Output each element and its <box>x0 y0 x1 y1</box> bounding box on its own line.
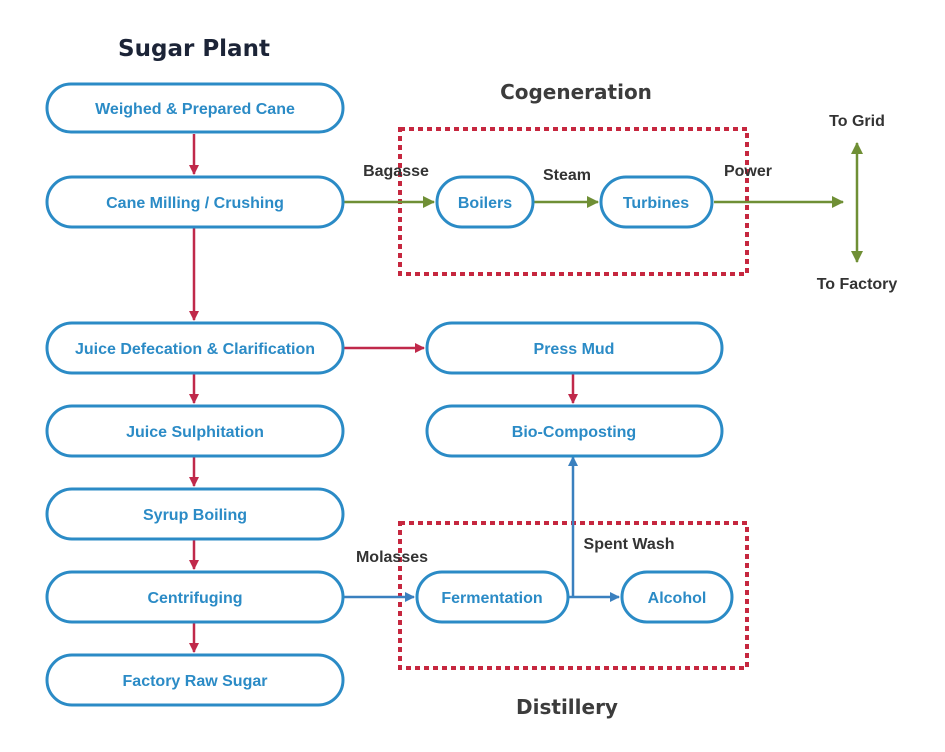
node-milling-label: Cane Milling / Crushing <box>106 195 284 212</box>
node-fermentation-label: Fermentation <box>441 590 542 607</box>
label-spent-wash: Spent Wash <box>584 536 675 553</box>
node-sulphitation-label: Juice Sulphitation <box>126 424 264 441</box>
node-syrup-boiling-label: Syrup Boiling <box>143 507 247 524</box>
node-turbines-label: Turbines <box>623 195 689 212</box>
node-milling: Cane Milling / Crushing <box>45 175 345 229</box>
label-power: Power <box>724 163 772 180</box>
node-prepared-cane-label: Weighed & Prepared Cane <box>95 101 295 118</box>
node-bio-composting-label: Bio-Composting <box>512 424 636 441</box>
node-defecation-label: Juice Defecation & Clarification <box>75 341 315 358</box>
node-press-mud-label: Press Mud <box>534 341 615 358</box>
node-alcohol-label: Alcohol <box>648 590 707 607</box>
label-to-grid: To Grid <box>829 113 885 130</box>
label-steam: Steam <box>543 167 591 184</box>
node-fermentation: Fermentation <box>415 570 570 624</box>
sugar-plant-heading: Sugar Plant <box>118 36 270 62</box>
node-raw-sugar-label: Factory Raw Sugar <box>123 673 268 690</box>
node-press-mud: Press Mud <box>425 321 724 375</box>
node-boilers: Boilers <box>435 175 535 229</box>
node-bio-composting: Bio-Composting <box>425 404 724 458</box>
cogeneration-heading: Cogeneration <box>500 80 652 104</box>
label-molasses: Molasses <box>356 549 428 566</box>
node-boilers-label: Boilers <box>458 195 512 212</box>
node-defecation: Juice Defecation & Clarification <box>45 321 345 375</box>
node-centrifuging-label: Centrifuging <box>147 590 242 607</box>
node-sulphitation: Juice Sulphitation <box>45 404 345 458</box>
node-centrifuging: Centrifuging <box>45 570 345 624</box>
node-raw-sugar: Factory Raw Sugar <box>45 653 345 707</box>
node-turbines: Turbines <box>599 175 714 229</box>
distillery-heading: Distillery <box>516 695 618 719</box>
label-to-factory: To Factory <box>817 276 898 293</box>
node-prepared-cane: Weighed & Prepared Cane <box>45 82 345 134</box>
label-bagasse: Bagasse <box>363 163 429 180</box>
node-alcohol: Alcohol <box>620 570 734 624</box>
node-syrup-boiling: Syrup Boiling <box>45 487 345 541</box>
